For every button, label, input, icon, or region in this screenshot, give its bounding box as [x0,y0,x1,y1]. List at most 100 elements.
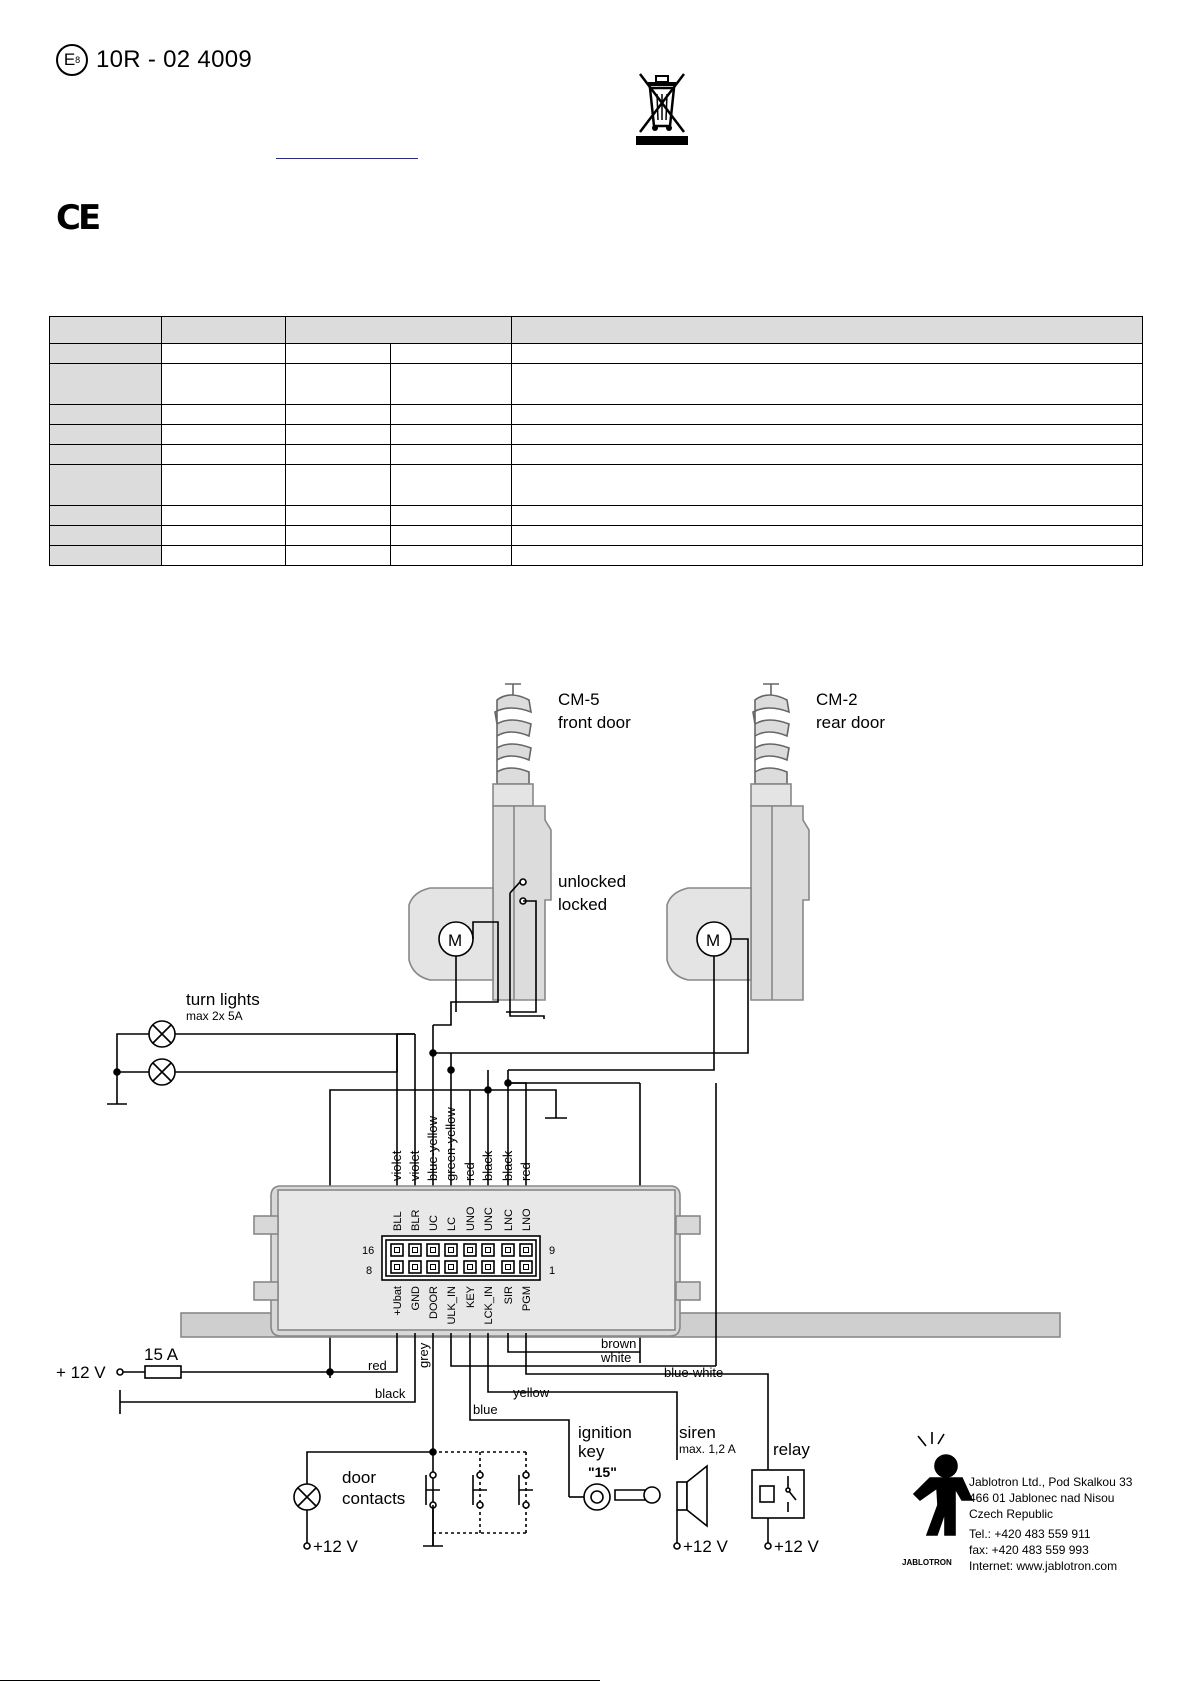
table-row [49,525,1143,546]
company-web: Internet: www.jablotron.com [969,1559,1117,1573]
wire-color-label: red [462,1162,477,1181]
company-logo-text: JABLOTRON [902,1558,952,1567]
wire-label-black: black [375,1386,406,1401]
connector-pin-hole [394,1247,400,1253]
wire-label-grey: grey [416,1342,431,1368]
pin-name-bottom: KEY [465,1285,477,1308]
ignition-line1: ignition [578,1423,632,1442]
pin-name-top: UNO [465,1206,477,1231]
connector-pin-hole [448,1264,454,1270]
siren-label: siren [679,1423,716,1442]
cm5-desc: front door [558,713,631,732]
connector-pin-hole [485,1264,491,1270]
cm5-model: CM-5 [558,690,600,709]
pin-name-top: LNC [503,1209,515,1231]
wire-color-label: black [480,1150,495,1181]
pin-name-bottom: SIR [503,1286,515,1304]
pin-num-1: 1 [549,1265,555,1277]
table-row [49,505,1143,526]
pin-num-9: 9 [549,1245,555,1257]
door-contacts-line1: door [342,1468,376,1487]
wire-color-label: violet [389,1150,404,1181]
company-name: Jablotron Ltd., Pod Skalkou 33 [969,1475,1133,1489]
siren-rating: max. 1,2 A [679,1442,736,1456]
pin-name-top: BLR [410,1210,422,1231]
pin-name-bottom: ULK_IN [446,1286,458,1325]
door-supply: +12 V [313,1537,359,1556]
cm5-actuator [408,683,552,1001]
table-row [49,363,1143,405]
table-header-row [49,316,1143,344]
wire-color-label: green-yellow [443,1107,458,1181]
table-row [49,545,1143,566]
pin-name-bottom: PGM [521,1286,533,1311]
pin-name-top: UC [428,1215,440,1231]
weee-bin-icon [636,73,688,145]
connector-pin-hole [412,1264,418,1270]
pin-name-top: LC [446,1217,458,1231]
connector-pin-hole [505,1264,511,1270]
connector-pin-hole [412,1247,418,1253]
door-contacts-line2: contacts [342,1489,405,1508]
pin-name-bottom: LCK_IN [483,1286,495,1325]
ce-mark: CE [56,198,101,238]
table-row [49,343,1143,364]
wire-label-red: red [368,1358,387,1373]
wire-label-white: white [600,1350,631,1365]
turn-lights-label: turn lights [186,990,260,1009]
table-row [49,424,1143,445]
ignition-line2: key [578,1442,605,1461]
connector-pin-hole [467,1247,473,1253]
footer-rule [0,1680,600,1681]
hyperlink-underline[interactable] [276,158,418,159]
relay-label: relay [773,1440,810,1459]
pin-name-top: BLL [392,1211,404,1231]
wire-color-label: violet [407,1150,422,1181]
wire-color-label: blue-yellow [425,1115,440,1181]
pin-name-top: UNC [483,1207,495,1231]
wire-label-blue-white: blue-white [664,1365,723,1380]
connector-pin-hole [505,1247,511,1253]
connector-pin-hole [448,1247,454,1253]
connector-pin-hole [430,1264,436,1270]
approval-number: 10R - 02 4009 [96,46,253,73]
turn-lights-rating: max 2x 5A [186,1009,243,1023]
locked-label: locked [558,895,607,914]
pin-num-8: 8 [366,1265,372,1277]
pin-name-bottom: GND [410,1286,422,1311]
table-row [49,444,1143,465]
spec-table [49,316,1143,566]
motor-label-rear: M [706,931,720,950]
motor-label-front: M [448,931,462,950]
siren-supply: +12 V [683,1537,729,1556]
table-row [49,464,1143,506]
pin-name-top: LNO [521,1208,533,1231]
jablotron-logo-icon [912,1432,974,1536]
fuse-label: 15 A [144,1345,179,1364]
cm2-desc: rear door [816,713,885,732]
pin-name-bottom: +Ubat [392,1286,404,1316]
connector-pin-hole [523,1247,529,1253]
wire-label-blue: blue [473,1402,498,1417]
company-fax: fax: +420 483 559 993 [969,1543,1089,1557]
company-tel: Tel.: +420 483 559 911 [969,1527,1091,1541]
wire-color-label: black [500,1150,515,1181]
ignition-code: "15" [588,1464,617,1480]
unlocked-label: unlocked [558,872,626,891]
diagram-labels: CM-5 front door CM-2 rear door unlocked … [56,690,1133,1573]
wiring-diagram: CM-5 front door CM-2 rear door unlocked … [56,683,1133,1573]
connector-pin-hole [523,1264,529,1270]
pin-name-bottom: DOOR [428,1286,440,1319]
connector-pin-hole [430,1247,436,1253]
cm2-actuator [666,683,810,1001]
supply-label: + 12 V [56,1363,106,1382]
relay-supply: +12 V [774,1537,820,1556]
connector-pin-hole [394,1264,400,1270]
wire-color-label: red [518,1162,533,1181]
connector-pin-hole [485,1247,491,1253]
wire-label-brown: brown [601,1336,636,1351]
connector-pin-hole [467,1264,473,1270]
company-city: 466 01 Jablonec nad Nisou [969,1491,1114,1505]
